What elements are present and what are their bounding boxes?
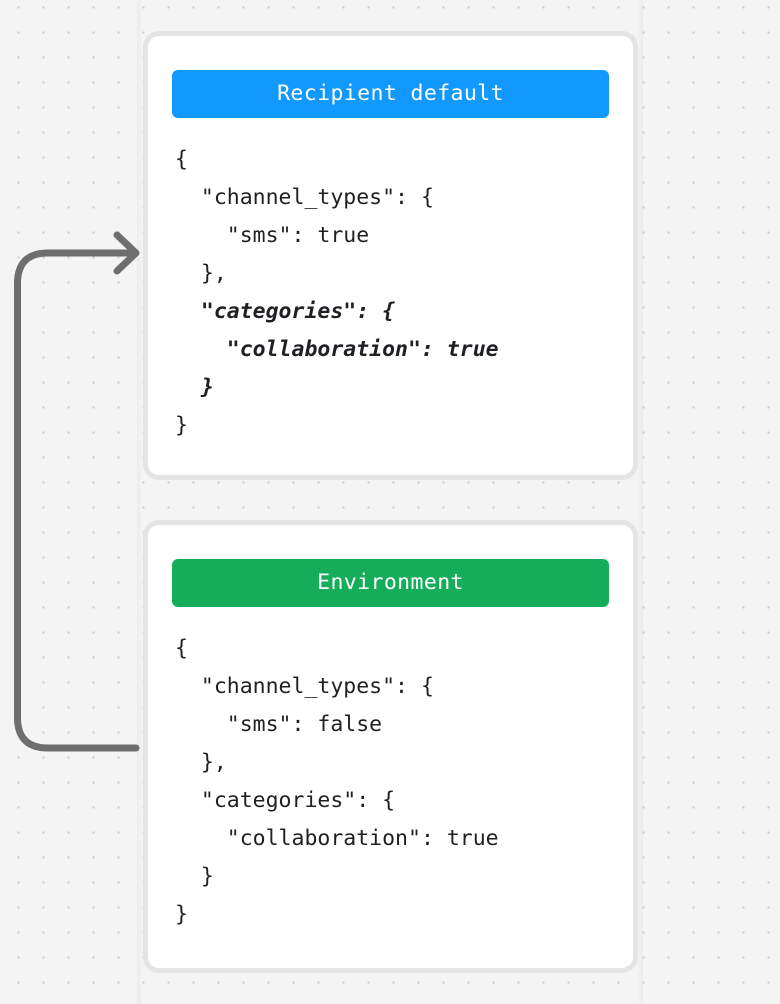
json-line: "categories": {: [175, 299, 396, 324]
card-header-label: Recipient default: [277, 81, 504, 107]
json-line: "channel_types": {: [175, 185, 434, 210]
json-line: "channel_types": {: [175, 674, 434, 699]
json-line: },: [175, 261, 227, 286]
json-line: {: [175, 636, 188, 661]
panel-edge-right: [637, 0, 643, 1004]
json-line: }: [175, 375, 214, 400]
connector-path: [14, 249, 140, 752]
json-line: },: [175, 750, 227, 775]
card-body-recipient-default: { "channel_types": { "sms": true }, "cat…: [175, 141, 617, 445]
json-line: }: [175, 413, 188, 438]
json-line: "sms": true: [175, 223, 370, 248]
json-line: "collaboration": true: [175, 826, 499, 851]
card-header-environment: Environment: [172, 559, 609, 607]
panel-edge-left: [137, 0, 143, 1004]
json-line: }: [175, 864, 214, 889]
json-line: {: [175, 147, 188, 172]
card-header-recipient-default: Recipient default: [172, 70, 609, 118]
arrowhead-icon: [113, 231, 140, 275]
json-line: "collaboration": true: [175, 337, 499, 362]
json-line: "categories": {: [175, 788, 396, 813]
card-header-label: Environment: [317, 570, 464, 596]
json-line: "sms": false: [175, 712, 383, 737]
card-environment[interactable]: Environment { "channel_types": { "sms": …: [148, 525, 633, 968]
card-recipient-default[interactable]: Recipient default { "channel_types": { "…: [148, 36, 633, 475]
json-line: }: [175, 902, 188, 927]
card-body-environment: { "channel_types": { "sms": false }, "ca…: [175, 630, 617, 934]
